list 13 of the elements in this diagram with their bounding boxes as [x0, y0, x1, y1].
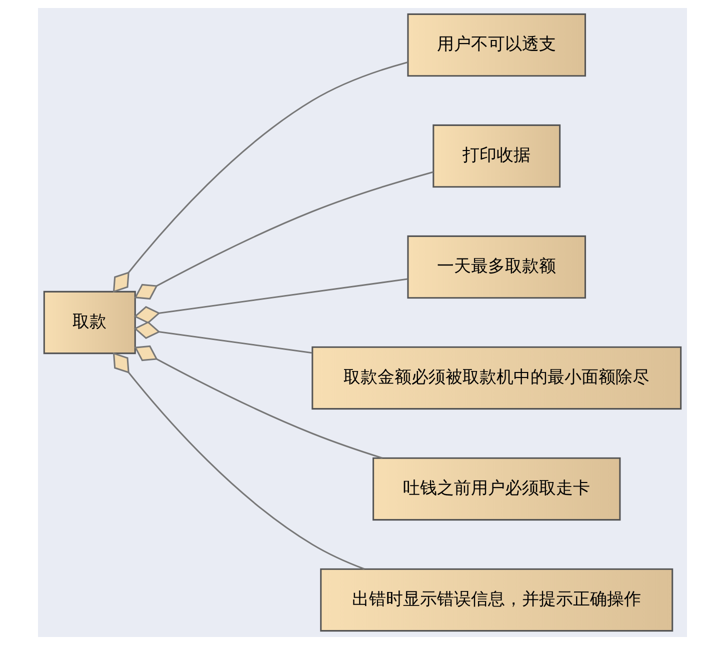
node-box: 出错时显示错误信息，并提示正确操作 — [320, 568, 673, 632]
connector — [112, 352, 364, 570]
node-box: 一天最多取款额 — [406, 235, 586, 299]
connector — [133, 321, 312, 354]
connector — [134, 171, 433, 300]
node-box: 用户不可以透支 — [406, 13, 586, 77]
connector — [133, 278, 408, 324]
connector — [134, 345, 382, 459]
node-box: 打印收据 — [432, 124, 560, 188]
node-box: 取款金额必须被取款机中的最小面额除尽 — [311, 346, 682, 410]
connector — [112, 61, 408, 293]
node-box: 取款 — [42, 290, 136, 354]
node-box: 吐钱之前用户必须取走卡 — [372, 457, 620, 521]
